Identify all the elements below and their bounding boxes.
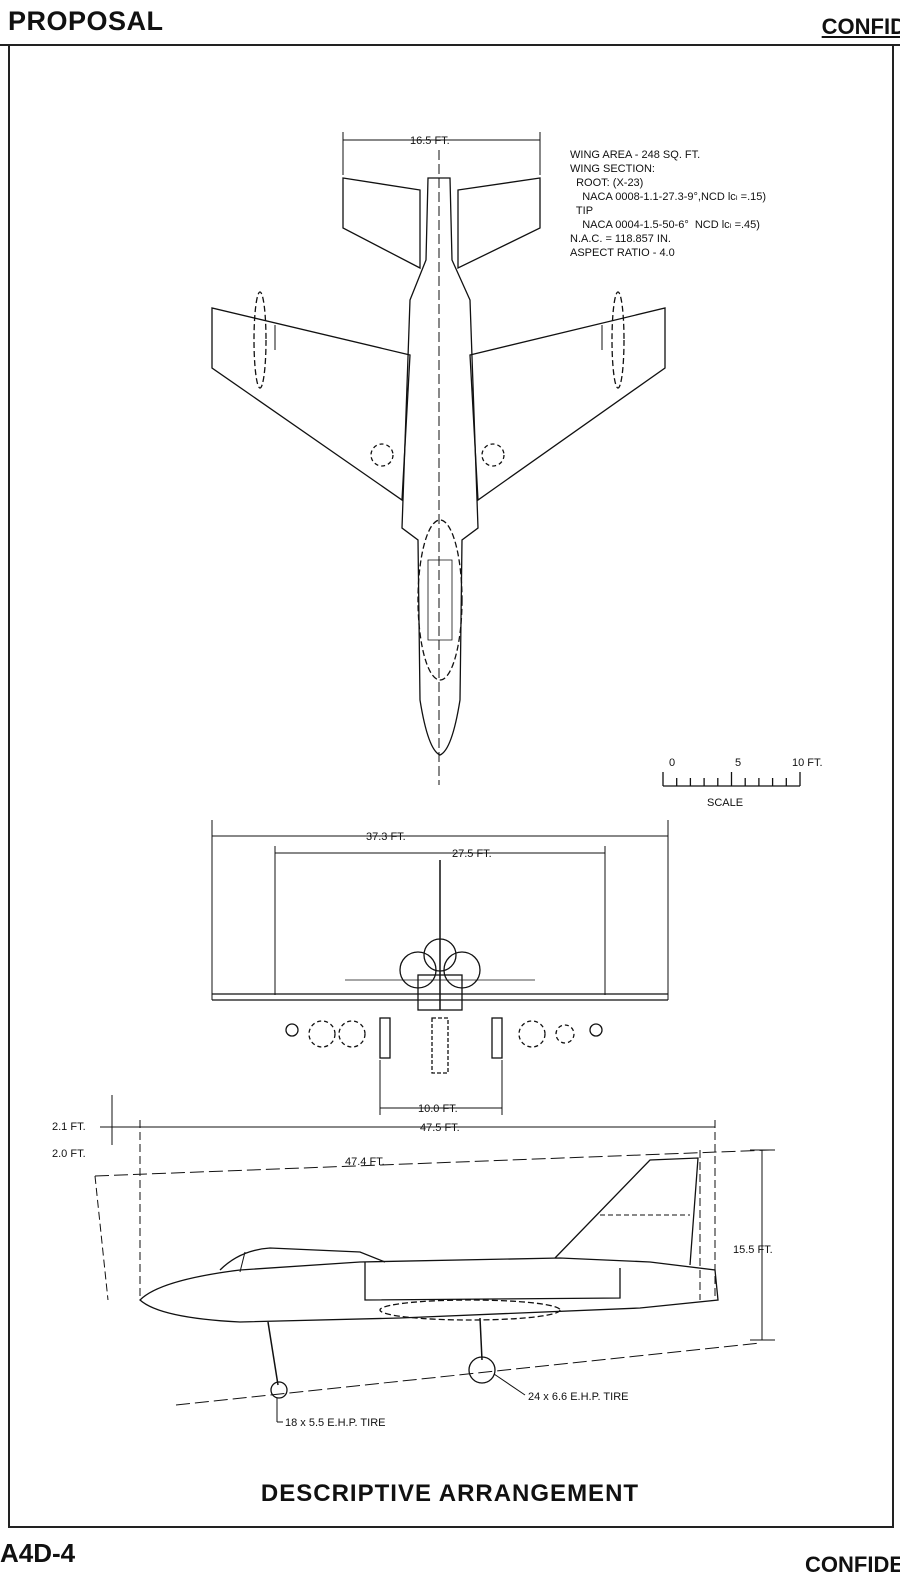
note-line: WING AREA - 248 SQ. FT. (570, 149, 701, 161)
dim-47-4: 47.4 FT. (345, 1156, 385, 1168)
dim-wing-span: 37.3 FT. (366, 831, 406, 843)
front-view: 37.3 FT. 27.5 FT. 10.0 FT. (211, 820, 669, 1115)
note-line: ROOT: (X-23) (570, 177, 644, 189)
header-classification: CONFID (821, 14, 900, 39)
scale-bar: 0 5 10 FT. SCALE (662, 757, 823, 809)
dim-2-0: 2.0 FT. (52, 1148, 86, 1160)
dim-gear-track: 10.0 FT. (418, 1103, 458, 1115)
side-view: 2.1 FT. 2.0 FT. 47.5 FT. 47.4 FT. 15.5 F… (52, 1095, 775, 1429)
note-line: N.A.C. = 118.857 IN. (570, 233, 671, 245)
footer-classification: CONFIDE (805, 1552, 900, 1577)
dim-2-1: 2.1 FT. (52, 1121, 86, 1133)
dim-47-5: 47.5 FT. (420, 1122, 460, 1134)
wing-notes: WING AREA - 248 SQ. FT. WING SECTION: RO… (570, 148, 766, 260)
note-line: WING SECTION: (570, 163, 655, 175)
top-view: 16.5 FT. (211, 132, 666, 785)
note-line: TIP (570, 205, 594, 217)
drawing-caption: DESCRIPTIVE ARRANGEMENT (260, 1480, 640, 1507)
header-proposal: PROPOSAL (8, 6, 164, 36)
nose-tire-label: 18 x 5.5 E.H.P. TIRE (285, 1417, 385, 1429)
note-line: ASPECT RATIO - 4.0 (570, 247, 675, 259)
note-line: NACA 0004-1.5-50-6° NCD lcₗ =.45) (570, 219, 760, 231)
page-frame (8, 44, 894, 1528)
scale-zero: 0 (669, 757, 675, 769)
dim-height: 15.5 FT. (733, 1244, 773, 1256)
page-id: A4D-4 (0, 1538, 76, 1568)
dim-27-span: 27.5 FT. (452, 848, 492, 860)
note-line: NACA 0008-1.1-27.3-9°,NCD lcₗ =.15) (570, 191, 767, 203)
scale-end: 10 FT. (792, 757, 823, 769)
scale-mid: 5 (735, 757, 741, 769)
scale-label: SCALE (707, 797, 743, 809)
header-rule (0, 44, 900, 46)
main-tire-label: 24 x 6.6 E.H.P. TIRE (528, 1391, 628, 1403)
dim-tail-span: 16.5 FT. (410, 135, 450, 147)
